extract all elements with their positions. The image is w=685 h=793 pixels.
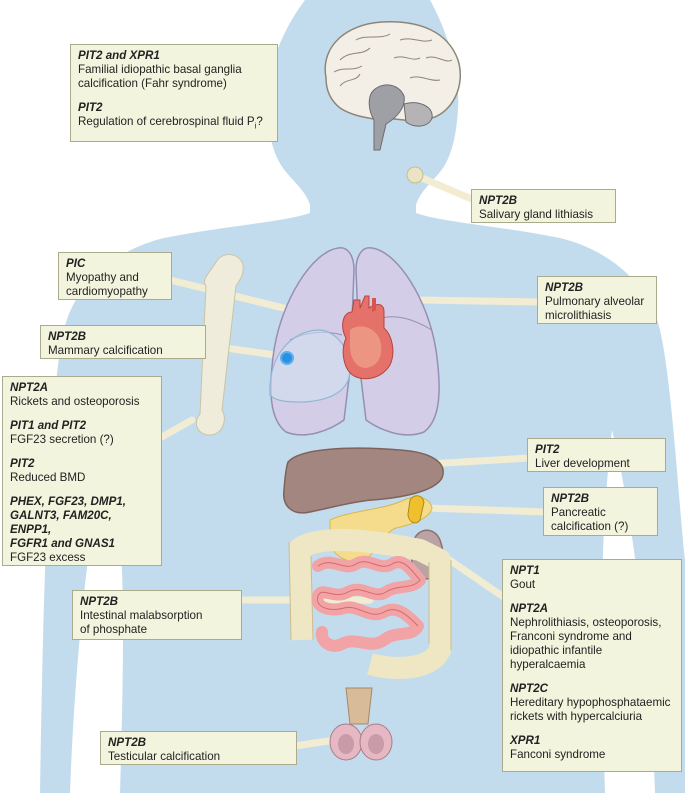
kidney-desc-2d: hyperalcaemia: [510, 658, 586, 671]
intestine-gene: NPT2B: [80, 595, 119, 608]
brain-desc-1a: Familial idiopathic basal ganglia: [78, 63, 242, 76]
bone-box: NPT2A Rickets and osteoporosis PIT1 and …: [2, 376, 162, 566]
femur-bone: [195, 254, 244, 436]
intestine-box: NPT2B Intestinal malabsorption of phosph…: [72, 590, 242, 640]
brain-desc-2: Regulation of cerebrospinal fluid Pi?: [78, 115, 263, 131]
bone-desc-2: FGF23 secretion (?): [10, 433, 114, 446]
testis-gene: NPT2B: [108, 736, 147, 749]
kidney-desc-3b: rickets with hypercalciuria: [510, 710, 643, 723]
kidney-gene-1: NPT1: [510, 564, 540, 577]
gallbladder: [407, 495, 425, 524]
lung-box: NPT2B Pulmonary alveolar microlithiasis: [537, 276, 657, 324]
breast-desc: Mammary calcification: [48, 344, 163, 357]
brain-illustration: [324, 21, 461, 151]
mammary-spot: [280, 351, 294, 365]
large-intestine: [289, 529, 451, 679]
kidney-box: NPT1 Gout NPT2A Nephrolithiasis, osteopo…: [502, 559, 682, 772]
liver-box: PIT2 Liver development: [527, 438, 666, 472]
heart-desc-1: Myopathy and: [66, 271, 139, 284]
kidney-gene-2: NPT2A: [510, 602, 549, 615]
breast-box: NPT2B Mammary calcification: [40, 325, 206, 359]
right-lung: [355, 247, 440, 436]
testis-illustration: [329, 687, 393, 761]
bone-gene-4a: PHEX, FGF23, DMP1,: [10, 495, 126, 508]
liver-desc: Liver development: [535, 457, 630, 470]
bone-desc-3: Reduced BMD: [10, 471, 86, 484]
breast-gene: NPT2B: [48, 330, 87, 343]
pancreas-desc-2: calcification (?): [551, 520, 629, 533]
salivary-gene: NPT2B: [479, 194, 518, 207]
intestine-desc-1: Intestinal malabsorption: [80, 609, 203, 622]
heart-gene: PIC: [66, 257, 86, 270]
pancreas-box: NPT2B Pancreatic calcification (?): [543, 487, 658, 536]
pancreas-gene: NPT2B: [551, 492, 590, 505]
kidney-desc-3a: Hereditary hypophosphataemic: [510, 696, 671, 709]
kidney-desc-2b: Franconi syndrome and: [510, 630, 632, 643]
brain-desc-1b: calcification (Fahr syndrome): [78, 77, 227, 90]
pancreas-desc-1: Pancreatic: [551, 506, 606, 519]
kidney-desc-4: Fanconi syndrome: [510, 748, 606, 761]
heart-box: PIC Myopathy and cardiomyopathy: [58, 252, 172, 300]
kidney-desc-1: Gout: [510, 578, 536, 591]
heart-desc-2: cardiomyopathy: [66, 285, 148, 298]
liver: [283, 447, 444, 514]
lung-desc-2: microlithiasis: [545, 309, 612, 322]
bone-gene-4c: FGFR1 and GNAS1: [10, 537, 116, 550]
salivary-desc: Salivary gland lithiasis: [479, 208, 594, 221]
kidney-gene-3: NPT2C: [510, 682, 549, 695]
salivary-box: NPT2B Salivary gland lithiasis: [471, 189, 616, 223]
brain-gene-2: PIT2: [78, 101, 103, 114]
bone-gene-2: PIT1 and PIT2: [10, 419, 87, 432]
bone-gene-3: PIT2: [10, 457, 35, 470]
testis-desc: Testicular calcification: [108, 750, 221, 763]
intestine-desc-2: of phosphate: [80, 623, 148, 636]
brain-box: PIT2 and XPR1 Familial idiopathic basal …: [70, 44, 278, 142]
kidney-desc-2a: Nephrolithiasis, osteoporosis,: [510, 616, 662, 629]
testis-box: NPT2B Testicular calcification: [100, 731, 297, 765]
lung-gene: NPT2B: [545, 281, 584, 294]
brain-gene-1: PIT2 and XPR1: [78, 49, 160, 62]
bone-desc-1: Rickets and osteoporosis: [10, 395, 140, 408]
bone-gene-4b: GALNT3, FAM20C, ENPP1,: [10, 509, 112, 536]
heart-illustration: [342, 295, 394, 380]
bone-desc-4: FGF23 excess: [10, 551, 86, 564]
bone-gene-1: NPT2A: [10, 381, 49, 394]
kidney-desc-2c: idiopathic infantile: [510, 644, 603, 657]
lung-desc-1: Pulmonary alveolar: [545, 295, 645, 308]
liver-gene: PIT2: [535, 443, 560, 456]
salivary-gland: [406, 166, 424, 184]
kidney-gene-4: XPR1: [510, 734, 541, 747]
